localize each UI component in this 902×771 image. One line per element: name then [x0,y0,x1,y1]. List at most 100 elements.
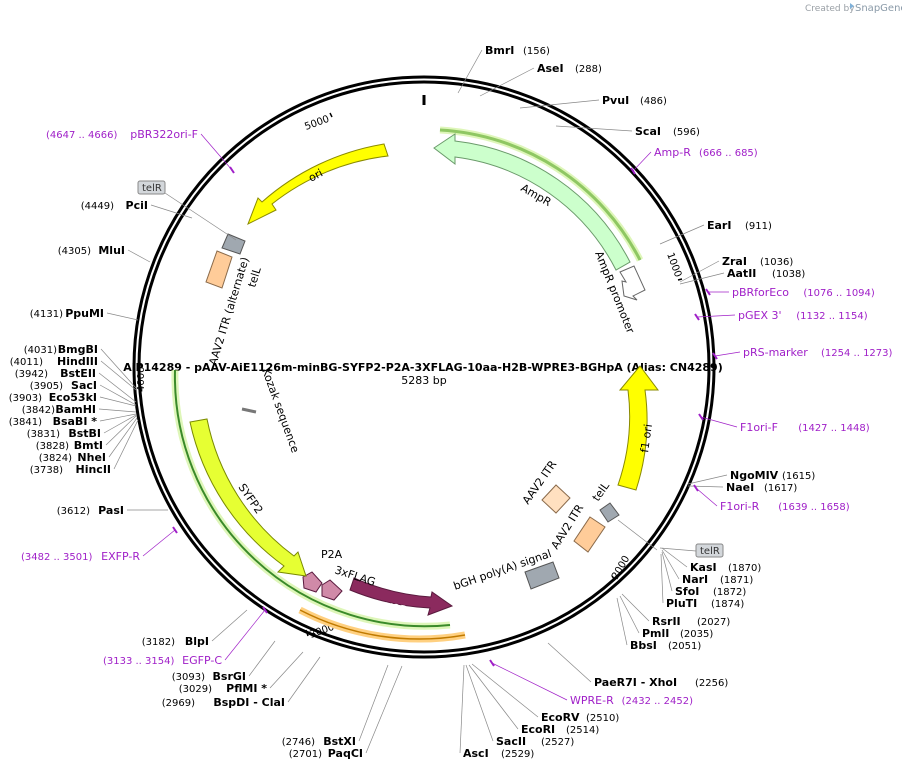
site-pvui[interactable]: PvuI(486) [519,94,667,109]
site-name: BmgBI [58,343,98,356]
aav2-itr-right-inner[interactable] [573,516,606,553]
site-name: AscI [463,747,489,760]
3xflag-feature[interactable] [321,579,343,601]
bgh-polya-feature[interactable] [524,561,560,590]
site-pmli[interactable]: PmlI(2035) [619,595,713,640]
primer-f1ori-f[interactable]: F1ori-F(1427 .. 1448) [698,413,870,434]
telr-tag-right[interactable]: telR [695,543,724,558]
site-leader [365,665,403,754]
ampr-feature[interactable] [433,133,631,271]
site-position: (2746) [282,737,315,748]
site-leader [616,597,628,646]
site-leader [468,664,519,730]
primer-pgex-3-[interactable]: pGEX 3'(1132 .. 1154) [694,309,868,322]
site-ngomiv[interactable]: NgoMIV(1615) [687,469,815,485]
site-name: SacI [71,379,97,392]
site-ppumi[interactable]: PpuMI(4131) [30,307,139,321]
primer-egfp-c[interactable]: EGFP-C(3133 .. 3154) [103,606,268,667]
site-sacii[interactable]: SacII(2527) [465,664,574,748]
f1-ori-feature[interactable] [617,365,659,491]
primer-f1ori-r[interactable]: F1ori-R(1639 .. 1658) [693,484,850,513]
site-name: BstEII [60,367,96,380]
site-bamhi[interactable]: BamHI(3842) [22,403,137,416]
site-pcii[interactable]: PciI(4449) [81,199,193,219]
primer-prs-marker[interactable]: pRS-marker(1254 .. 1273) [712,346,893,360]
site-aatii[interactable]: AatII(1038) [679,267,805,285]
site-hindiii[interactable]: HindIII(4011) [10,355,137,391]
ampr-promoter-feature[interactable] [619,265,646,301]
primer-amp-r[interactable]: Amp-R(666 .. 685) [630,146,758,175]
site-asei[interactable]: AseI(288) [479,62,602,97]
site-eco53ki[interactable]: Eco53kI(3903) [9,391,137,407]
site-rsrii[interactable]: RsrII(2027) [621,593,730,628]
primer-name: EGFP-C [182,654,222,667]
site-name: PmlI [642,627,669,640]
site-bstbi[interactable]: BstBI(3831) [27,414,137,440]
site-position: (4449) [81,201,114,212]
kozak-feature[interactable] [241,407,257,414]
primer-pbr322ori-f[interactable]: pBR322ori-F(4647 .. 4666) [46,128,235,174]
site-hincii[interactable]: HincII(3738) [30,419,139,476]
site-blpi[interactable]: BlpI(3182) [142,609,248,648]
site-eari[interactable]: EarI(911) [659,219,772,245]
site-ecori[interactable]: EcoRI(2514) [468,664,599,736]
site-position: (1036) [760,257,793,268]
site-saci[interactable]: SacI(3905) [30,379,137,406]
primer-wpre-r[interactable]: WPRE-R(2432 .. 2452) [489,659,693,707]
site-position: (3942) [15,369,48,380]
backbone-inner [137,80,711,654]
site-scai[interactable]: ScaI(596) [555,125,700,138]
tell-right-block[interactable] [599,502,620,523]
aav2-itr-right-outer[interactable] [541,484,571,514]
site-bbsi[interactable]: BbsI(2051) [616,597,701,652]
site-pflmi-[interactable]: PflMI *(3029) [179,651,304,695]
site-nari[interactable]: NarI(1871) [661,549,753,586]
site-bmri[interactable]: BmrI(156) [457,44,550,94]
site-leader [108,417,138,458]
site-paer7i-xhoi[interactable]: PaeR7I - XhoI(2256) [547,642,728,689]
site-position: (3828) [36,441,69,452]
site-bsabi-[interactable]: BsaBI *(3841) [9,413,137,428]
primer-leader [200,133,233,171]
site-position: (4031) [24,345,57,356]
site-leader [519,99,600,109]
site-sfoi[interactable]: SfoI(1872) [661,551,746,598]
site-position: (2514) [566,725,599,736]
site-ecorv[interactable]: EcoRV(2510) [471,663,619,724]
telr-tag-left[interactable]: telR [137,180,166,195]
site-bsteii[interactable]: BstEII (3942) [15,367,137,403]
site-kasi[interactable]: KasI(1870) [661,547,761,574]
site-name: SfoI [675,585,699,598]
h2b-feature[interactable] [349,577,454,616]
primer-name: pGEX 3' [738,309,782,322]
site-bsrgi[interactable]: BsrGI(3093) [172,640,276,683]
site-naei[interactable]: NaeI(1617) [687,481,797,494]
tell-left-block[interactable] [221,233,246,255]
p2a-feature[interactable] [302,571,323,593]
site-nhei[interactable]: NheI(3824) [39,417,138,464]
site-bstxi[interactable]: BstXI(2746) [282,664,389,748]
site-bmgbi[interactable]: BmgBI(4031) [24,343,137,389]
site-bspdi-clai[interactable]: BspDI - ClaI(2969) [162,656,321,709]
primer-leader [714,351,741,357]
site-pluti[interactable]: PluTI(1874) [660,553,744,610]
site-zrai[interactable]: ZraI(1036) [679,255,793,283]
primer-exfp-r[interactable]: EXFP-R(3482 .. 3501) [21,526,178,563]
site-position: (3612) [57,506,90,517]
site-paqci[interactable]: PaqCI(2701) [289,665,403,760]
tick-1000: 1000 [664,251,683,281]
aav2-itr-left-feature[interactable] [205,250,233,289]
site-mlui[interactable]: MluI(4305) [58,244,151,263]
site-pasi[interactable]: PasI(3612) [57,504,168,517]
site-bmti[interactable]: BmtI(3828) [36,415,137,452]
site-leader [127,249,151,263]
syfp2-feature[interactable] [189,418,307,577]
site-leader [150,204,193,219]
ori-feature[interactable] [247,143,389,226]
primer-pbrforeco[interactable]: pBRforEco(1076 .. 1094) [705,286,875,299]
telr-tag-right-text: telR [700,546,720,557]
site-asci[interactable]: AscI(2529) [459,664,534,760]
primer-name: F1ori-F [740,421,778,434]
snapgene-logo-icon [850,3,854,9]
site-name: AseI [537,62,564,75]
